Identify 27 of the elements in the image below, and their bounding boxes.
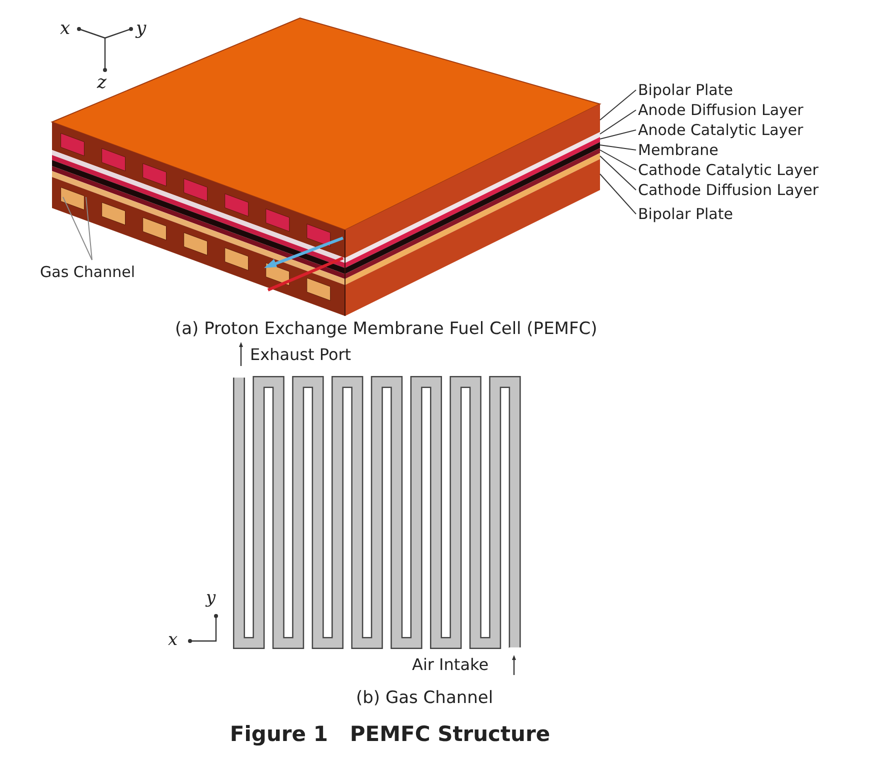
figure-caption: (b) Gas Channel xyxy=(356,688,494,708)
layer-label: Cathode Catalytic Layer xyxy=(638,160,818,180)
figure-caption: (a) Proton Exchange Membrane Fuel Cell (PEMFC) xyxy=(175,319,598,340)
leader-line xyxy=(600,130,636,140)
figure-caption: Figure 1 PEMFC Structure xyxy=(228,722,552,746)
axis-label: y xyxy=(206,588,216,608)
leader-line xyxy=(62,196,92,260)
layer-label: Anode Diffusion Layer xyxy=(638,100,804,120)
leader-line xyxy=(600,90,636,120)
layer-label: Bipolar Plate xyxy=(638,204,733,224)
layer-label: Cathode Diffusion Layer xyxy=(638,180,819,200)
leader-line xyxy=(600,174,636,214)
layer-label: Anode Catalytic Layer xyxy=(638,120,804,140)
layer-label: Gas Channel xyxy=(40,262,135,282)
leader-line xyxy=(600,156,636,190)
axis-label: y xyxy=(136,18,146,40)
axis-label: x xyxy=(168,630,178,650)
port-label: Air Intake xyxy=(412,655,489,674)
leader-line xyxy=(600,144,636,150)
leader-line xyxy=(600,110,636,134)
port-label: Exhaust Port xyxy=(250,345,352,364)
axis-label: x xyxy=(60,18,70,40)
layer-label: Bipolar Plate xyxy=(638,80,733,100)
axis-label: z xyxy=(97,72,106,94)
leader-line xyxy=(600,150,636,170)
layer-label: Membrane xyxy=(638,140,718,160)
leader-line xyxy=(86,196,92,260)
